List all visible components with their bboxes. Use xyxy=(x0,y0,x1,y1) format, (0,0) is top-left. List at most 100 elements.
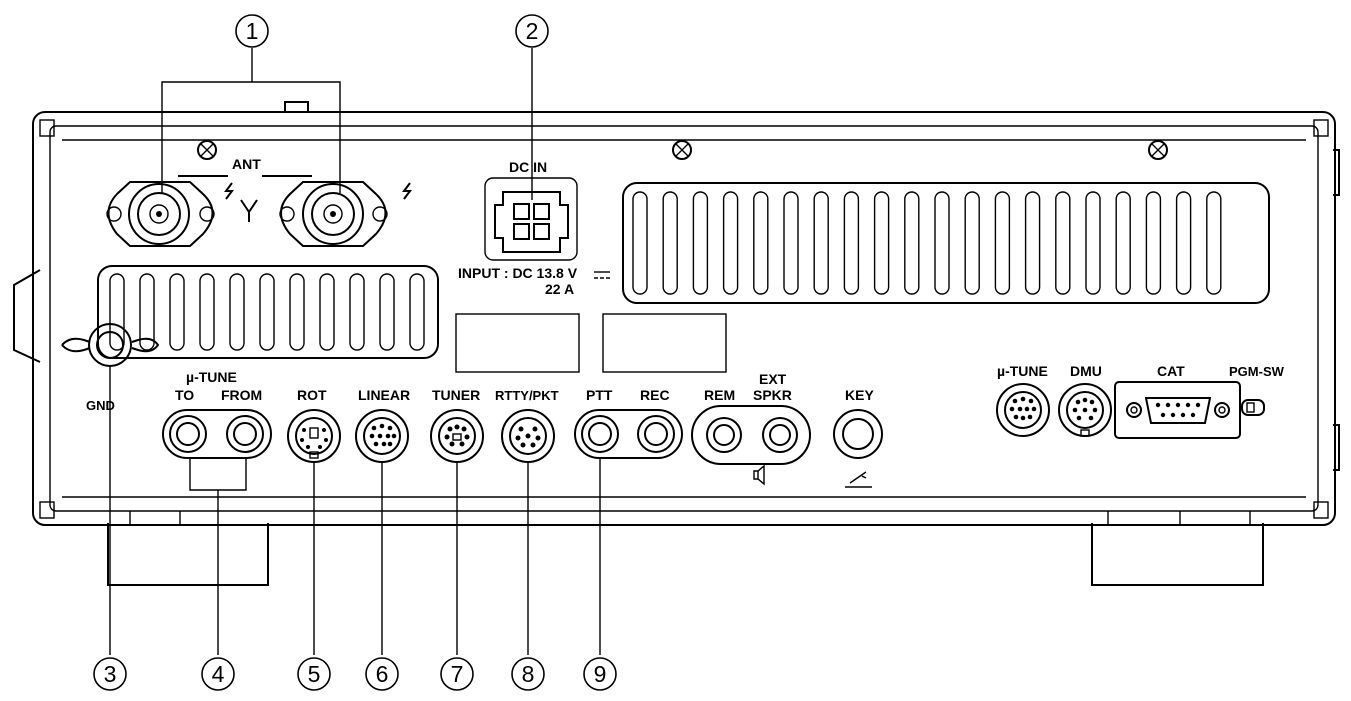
vent-slot xyxy=(1055,191,1071,295)
dmu-label: DMU xyxy=(1070,363,1102,379)
ant-connector-1[interactable] xyxy=(106,181,215,247)
tuner-connector[interactable] xyxy=(430,409,484,463)
svg-text:7: 7 xyxy=(451,661,464,687)
vent-slot xyxy=(813,191,829,295)
svg-text:8: 8 xyxy=(522,661,535,687)
hazard-icon xyxy=(224,182,234,200)
cat-connector[interactable] xyxy=(1114,381,1241,439)
screw-icon xyxy=(1148,140,1168,160)
input-current-label: 22 A xyxy=(545,281,574,297)
vent-slot xyxy=(289,273,305,351)
hazard-icon xyxy=(402,182,412,200)
svg-text:4: 4 xyxy=(212,661,225,687)
vent-slot xyxy=(753,191,769,295)
screw-icon xyxy=(197,140,217,160)
vent-slot xyxy=(994,191,1011,295)
callout-9: 9 xyxy=(583,657,617,691)
vent-slot xyxy=(379,273,395,351)
key-label: KEY xyxy=(845,387,874,403)
ant-connector-2[interactable] xyxy=(279,181,388,247)
callout-7: 7 xyxy=(440,657,474,691)
callout-2: 2 xyxy=(515,14,549,48)
svg-text:2: 2 xyxy=(526,18,539,44)
dc-in-label: DC IN xyxy=(509,159,547,175)
callout-5: 5 xyxy=(297,657,331,691)
vent-slot xyxy=(259,273,275,351)
vent-slot xyxy=(229,273,245,351)
svg-text:6: 6 xyxy=(376,661,389,687)
dc-symbol-icon xyxy=(594,271,610,279)
vent-slot xyxy=(1115,191,1131,295)
mu-tune-left-label: µ-TUNE xyxy=(186,369,237,385)
pgm-switch[interactable] xyxy=(1241,399,1265,416)
spkr-label: SPKR xyxy=(753,387,792,403)
speaker-icon xyxy=(753,464,765,486)
vent-slot xyxy=(934,191,950,295)
linear-connector[interactable] xyxy=(355,409,409,463)
callout-lines xyxy=(109,48,601,655)
rtty-pkt-label: RTTY/PKT xyxy=(495,388,559,403)
key-paddle-icon xyxy=(845,471,872,488)
dmu-connector[interactable] xyxy=(1058,383,1112,437)
rem-label: REM xyxy=(704,387,735,403)
rtty-pkt-connector[interactable] xyxy=(501,409,555,463)
vent-slot xyxy=(873,191,890,295)
mu-tune-right-connector[interactable] xyxy=(996,383,1050,437)
label-plate xyxy=(602,313,727,373)
vent-slot xyxy=(169,273,185,351)
vent-slot xyxy=(662,191,678,295)
gnd-label: GND xyxy=(86,398,115,413)
svg-text:5: 5 xyxy=(308,661,321,687)
vent-left xyxy=(97,265,439,359)
rec-jack[interactable] xyxy=(637,415,675,453)
vent-right xyxy=(622,182,1270,304)
dc-in-connector[interactable] xyxy=(484,177,578,261)
rot-label: ROT xyxy=(297,387,327,403)
vent-slot xyxy=(1145,191,1162,295)
callout-1: 1 xyxy=(235,14,269,48)
tuner-label: TUNER xyxy=(432,387,480,403)
ext-spkr-jack[interactable] xyxy=(762,417,798,453)
vent-slot xyxy=(843,191,860,295)
vent-slot xyxy=(349,273,365,351)
callout-6: 6 xyxy=(365,657,399,691)
key-jack[interactable] xyxy=(833,409,883,459)
callout-4: 4 xyxy=(201,657,235,691)
vent-slot xyxy=(722,191,739,295)
svg-text:3: 3 xyxy=(104,661,117,687)
screw-icon xyxy=(672,140,692,160)
callout-8: 8 xyxy=(511,657,545,691)
input-rating-label: INPUT : DC 13.8 V xyxy=(458,265,578,281)
vent-slot xyxy=(632,191,648,295)
vent-slot xyxy=(692,191,709,295)
mu-tune-right-label: µ-TUNE xyxy=(997,363,1048,379)
rec-label: REC xyxy=(640,387,670,403)
vent-slot xyxy=(1024,191,1041,295)
ptt-jack[interactable] xyxy=(574,409,683,459)
vent-slot xyxy=(964,191,980,295)
linear-label: LINEAR xyxy=(358,387,410,403)
svg-text:1: 1 xyxy=(246,18,259,44)
vent-slot xyxy=(409,273,425,351)
rem-jack[interactable] xyxy=(691,405,811,465)
cat-label: CAT xyxy=(1157,363,1185,379)
label-plate xyxy=(455,313,580,373)
chassis xyxy=(13,101,1340,586)
vent-slot xyxy=(904,191,920,295)
vent-slot xyxy=(199,273,215,351)
pgm-sw-label: PGM-SW xyxy=(1229,364,1285,379)
svg-text:9: 9 xyxy=(594,661,607,687)
vent-slot xyxy=(1085,191,1101,295)
vent-slot xyxy=(783,191,799,295)
mu-tune-to-jack[interactable] xyxy=(162,409,272,459)
vent-slot xyxy=(139,273,155,351)
ant-label: ANT xyxy=(232,156,261,172)
antenna-icon xyxy=(240,199,258,222)
ext-label: EXT xyxy=(759,371,787,387)
mu-tune-from-jack[interactable] xyxy=(226,415,264,453)
to-label: TO xyxy=(175,387,194,403)
callout-3: 3 xyxy=(93,657,127,691)
vent-slot xyxy=(1206,191,1222,295)
rot-connector[interactable] xyxy=(287,409,341,463)
